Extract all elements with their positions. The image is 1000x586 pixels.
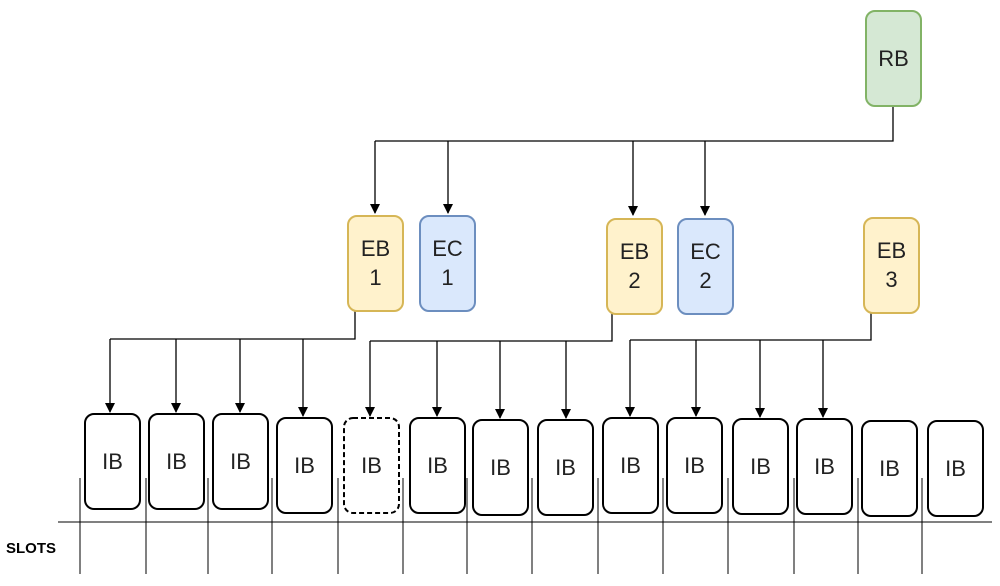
ib-box — [927, 420, 984, 517]
ib-label: IB — [166, 449, 187, 474]
ib-label: IB — [102, 449, 123, 474]
ib-node-1[interactable]: IB — [84, 413, 141, 510]
ib-box — [732, 418, 789, 515]
ib-node-8[interactable]: IB — [537, 419, 594, 516]
ib-node-12[interactable]: IB — [796, 418, 853, 515]
ib-label: IB — [361, 453, 382, 478]
eb-box — [347, 215, 404, 312]
eb-box — [606, 218, 663, 315]
ib-node-5[interactable]: IB — [343, 417, 400, 514]
ib-box — [472, 419, 529, 516]
eb2-bus-line — [370, 314, 613, 342]
ib-label: IB — [750, 454, 771, 479]
eb-label-line2: 1 — [369, 265, 381, 290]
rb-bus-line — [375, 107, 894, 142]
ib-box — [212, 413, 269, 510]
eb-label-line1: EB — [620, 239, 649, 264]
eb1-bus-line — [110, 311, 356, 340]
ec-label-line2: 2 — [699, 268, 711, 293]
ib-label: IB — [294, 453, 315, 478]
ib-box — [537, 419, 594, 516]
ec-box — [419, 215, 476, 312]
ib-label: IB — [490, 455, 511, 480]
ib-label: IB — [814, 454, 835, 479]
ib-label: IB — [230, 449, 251, 474]
ib-box — [148, 413, 205, 510]
ib-box — [276, 417, 333, 514]
ib-label: IB — [555, 455, 576, 480]
connectors — [105, 107, 894, 419]
ec-node-1[interactable]: EC 1 — [419, 215, 476, 312]
ib-node-13[interactable]: IB — [861, 420, 918, 517]
ib-box — [602, 417, 659, 514]
eb-node-1[interactable]: EB 1 — [347, 215, 404, 312]
ec-box — [677, 218, 734, 315]
ib-box — [409, 417, 466, 514]
eb-label-line2: 3 — [885, 267, 897, 292]
ib-node-14[interactable]: IB — [927, 420, 984, 517]
eb3-bus-line — [630, 313, 872, 341]
ib-label: IB — [620, 453, 641, 478]
ib-node-7[interactable]: IB — [472, 419, 529, 516]
ib-node-3[interactable]: IB — [212, 413, 269, 510]
rb-node[interactable]: RB — [865, 10, 922, 107]
rb-label: RB — [878, 46, 909, 71]
eb-label-line1: EB — [877, 238, 906, 263]
eb-node-2[interactable]: EB 2 — [606, 218, 663, 315]
ib-label: IB — [684, 453, 705, 478]
ib-box — [861, 420, 918, 517]
slots-label: SLOTS — [6, 540, 56, 557]
ib-node-9[interactable]: IB — [602, 417, 659, 514]
ec-label-line1: EC — [432, 236, 463, 261]
ib-node-11[interactable]: IB — [732, 418, 789, 515]
ib-box — [84, 413, 141, 510]
ib-box — [343, 417, 400, 514]
ib-box — [666, 417, 723, 514]
slots-timeline — [58, 478, 992, 574]
rb-box — [865, 10, 922, 107]
ec-label-line2: 1 — [441, 265, 453, 290]
eb-box — [863, 217, 920, 314]
ib-label: IB — [427, 453, 448, 478]
ec-label-line1: EC — [690, 239, 721, 264]
eb-label-line2: 2 — [628, 268, 640, 293]
ib-node-2[interactable]: IB — [148, 413, 205, 510]
ib-label: IB — [945, 456, 966, 481]
eb-label-line1: EB — [361, 236, 390, 261]
ib-label: IB — [879, 456, 900, 481]
ib-node-4[interactable]: IB — [276, 417, 333, 514]
ib-box — [796, 418, 853, 515]
ec-node-2[interactable]: EC 2 — [677, 218, 734, 315]
eb-node-3[interactable]: EB 3 — [863, 217, 920, 314]
ib-node-10[interactable]: IB — [666, 417, 723, 514]
ib-node-6[interactable]: IB — [409, 417, 466, 514]
